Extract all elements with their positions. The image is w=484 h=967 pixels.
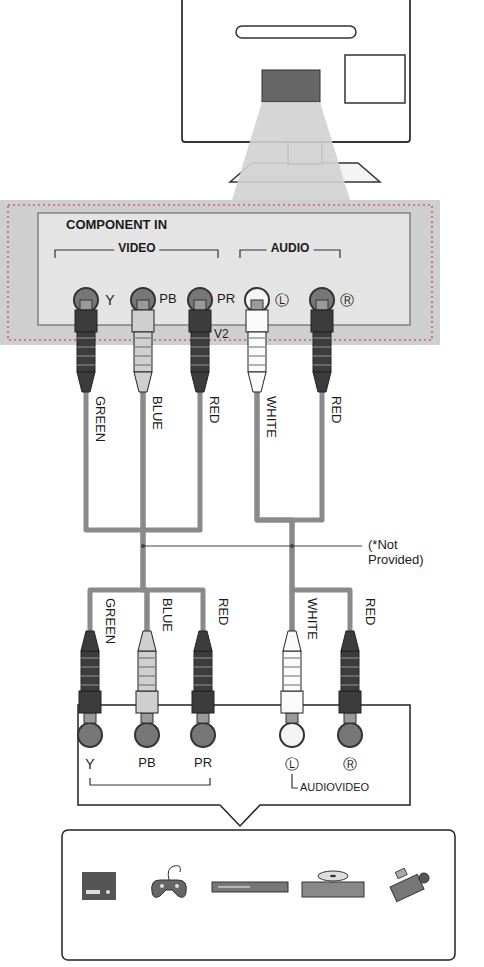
jack-label: Ⓛ	[285, 756, 299, 772]
wire-colour-label: RED	[362, 598, 377, 625]
jack-label: PR	[194, 756, 212, 771]
jack-label: Ⓡ	[343, 756, 357, 772]
media-player-icon	[212, 882, 288, 892]
jack-label: Ⓛ	[275, 292, 289, 308]
group-label: VIDEO	[114, 242, 159, 256]
jack-label: V2	[214, 328, 229, 342]
jack-label: PB	[159, 292, 176, 307]
jack	[74, 288, 98, 312]
wire-colour-label: WHITE	[304, 598, 319, 640]
cable-wires	[86, 392, 350, 631]
wire-colour-label: RED	[215, 598, 230, 625]
rca-plug	[136, 631, 158, 723]
set-top-box-icon	[82, 872, 116, 900]
wire-colour-label: GREEN	[92, 396, 107, 442]
wire-colour-label: WHITE	[263, 396, 278, 438]
component-panel	[0, 200, 440, 345]
jack	[188, 288, 212, 312]
jack	[191, 723, 215, 747]
jack	[78, 723, 102, 747]
callout-beam	[232, 102, 350, 200]
jack	[135, 723, 159, 747]
wire-colour-label: BLUE	[159, 598, 174, 632]
rca-plug	[339, 631, 361, 723]
jack	[310, 288, 334, 312]
jack-label: PB	[138, 756, 155, 771]
jack	[280, 723, 304, 747]
rca-plug	[75, 300, 97, 392]
jack	[245, 288, 269, 312]
wire-colour-label: GREEN	[102, 598, 117, 644]
rca-plug	[189, 300, 211, 392]
rca-plugs	[74, 288, 362, 747]
wire-colour-label: BLUE	[149, 396, 164, 430]
camcorder-icon	[390, 868, 429, 901]
rca-plug	[281, 631, 303, 723]
note-label: (*Not Provided)	[368, 538, 440, 568]
device-jack-panel: Y PB PR Ⓛ Ⓡ AUDIOVIDEO	[78, 705, 410, 805]
not-provided-leader	[141, 544, 362, 548]
rca-plug	[132, 300, 154, 392]
panel-title: COMPONENT IN	[66, 218, 167, 233]
jack	[338, 723, 362, 747]
game-console-icon	[152, 866, 187, 898]
jack-label: Ⓡ	[340, 292, 354, 308]
rca-plug	[311, 300, 333, 392]
jack	[131, 288, 155, 312]
jack-label: Y	[105, 292, 114, 308]
rca-plug	[246, 300, 268, 392]
wire-colour-label: RED	[206, 396, 221, 423]
device-panel-outline	[78, 705, 410, 826]
device-box	[62, 830, 455, 960]
port-group-label: AUDIOVIDEO	[300, 781, 369, 794]
rca-plug	[79, 631, 101, 723]
group-label: AUDIO	[267, 242, 314, 256]
component-in-panel: COMPONENT IN VIDEO AUDIO Y PB PR Ⓛ Ⓡ V2	[0, 200, 440, 345]
rca-plug	[192, 631, 214, 723]
disc-player-icon	[302, 871, 364, 897]
jack-label: Y	[85, 756, 94, 772]
wire-colour-label: RED	[328, 396, 343, 423]
jack-label: PR	[217, 292, 235, 307]
